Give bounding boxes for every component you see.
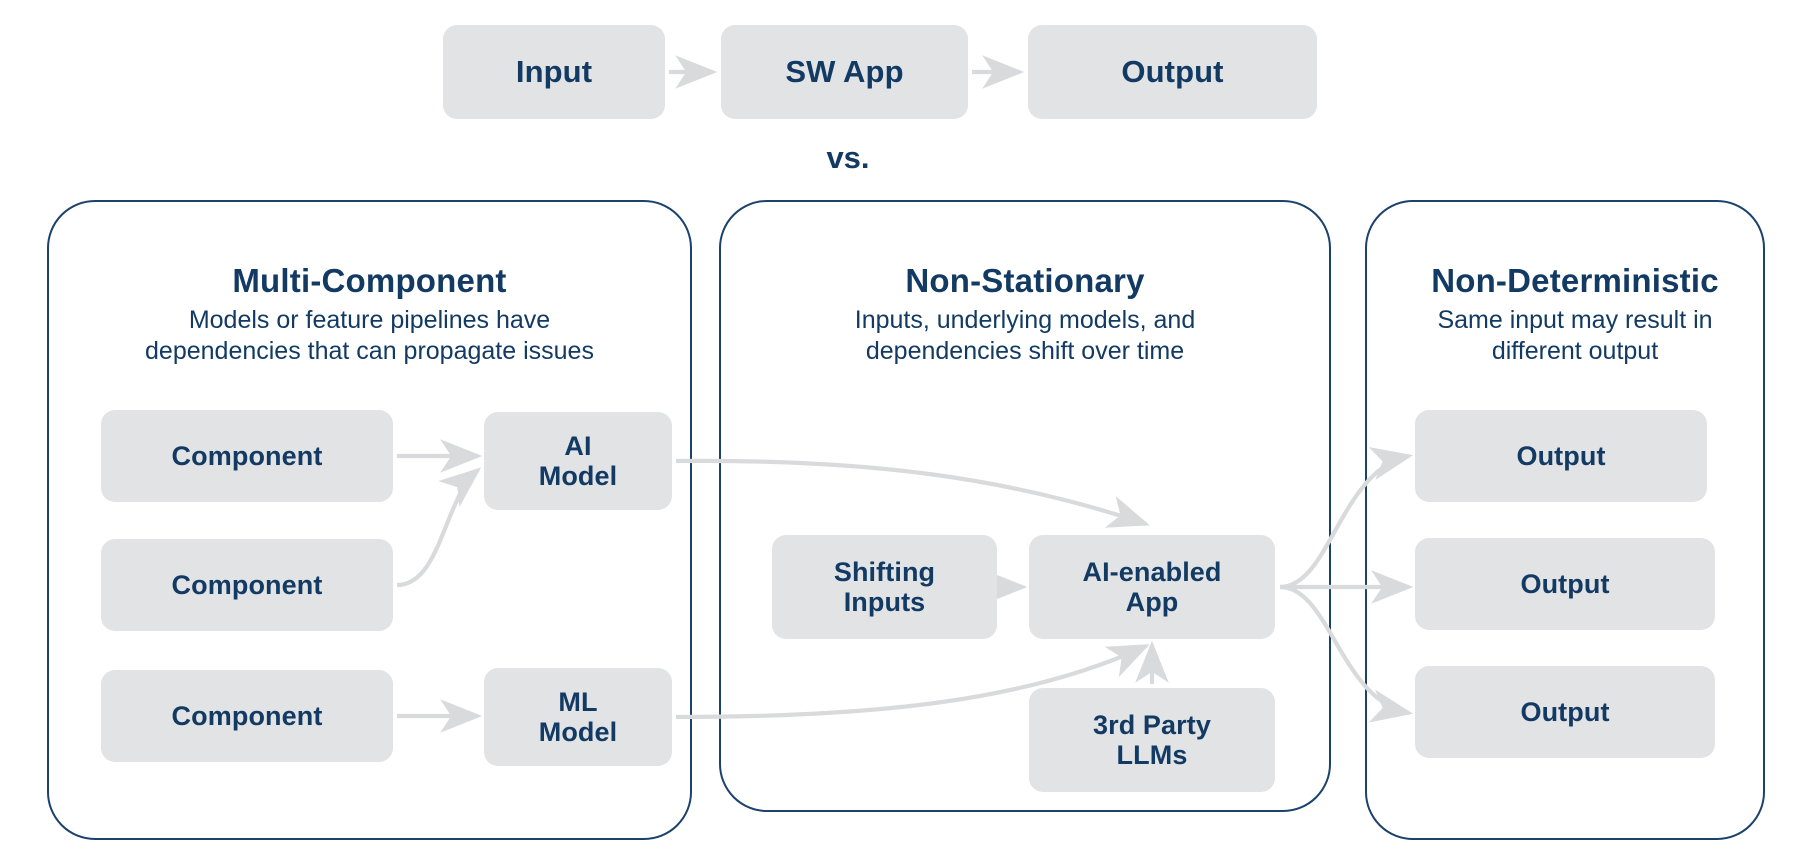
node-shifting-inputs-label: Shifting Inputs [834, 557, 935, 617]
node-sw-app-label: SW App [785, 53, 904, 89]
node-ai-model: AI Model [484, 412, 672, 510]
node-output-2: Output [1415, 538, 1715, 630]
label-line: ML [558, 686, 598, 717]
node-third-party-llms: 3rd Party LLMs [1029, 688, 1275, 792]
label-line: AI [564, 430, 592, 461]
node-component-2-label: Component [171, 569, 323, 600]
node-component-3: Component [101, 670, 393, 762]
node-output-3-label: Output [1520, 696, 1610, 727]
node-output-2-label: Output [1520, 568, 1610, 599]
subtitle-line: Same input may result in [1437, 306, 1713, 334]
subtitle-line: dependencies shift over time [865, 336, 1185, 365]
node-sw-app: SW App [721, 25, 968, 119]
node-ai-model-label: AI Model [539, 431, 618, 491]
node-component-2: Component [101, 539, 393, 631]
label-line: AI-enabled [1082, 556, 1222, 587]
node-output-top: Output [1028, 25, 1317, 119]
node-output-top-label: Output [1121, 53, 1224, 89]
node-shifting-inputs: Shifting Inputs [772, 535, 997, 639]
node-component-1-label: Component [171, 440, 323, 471]
label-line: Shifting [833, 556, 936, 587]
node-ml-model: ML Model [484, 668, 672, 766]
label-line: Model [538, 461, 618, 491]
panel-non-deterministic-subtitle: Same input may result in different outpu… [1355, 305, 1795, 366]
node-input: Input [443, 25, 665, 119]
label-line: App [1125, 587, 1179, 617]
node-third-party-llms-label: 3rd Party LLMs [1093, 710, 1211, 770]
panel-non-stationary-subtitle: Inputs, underlying models, and dependenc… [699, 305, 1351, 366]
subtitle-line: Models or feature pipelines have [188, 306, 551, 334]
node-input-label: Input [515, 53, 593, 89]
node-component-1: Component [101, 410, 393, 502]
vs-separator: vs. [826, 140, 870, 175]
panel-multi-component-subtitle: Models or feature pipelines have depende… [27, 305, 712, 366]
panel-non-deterministic-title: Non-Deterministic [1431, 262, 1719, 299]
label-line: Model [538, 717, 618, 747]
panel-non-stationary-title: Non-Stationary [905, 262, 1145, 299]
node-ai-enabled-app-label: AI-enabled App [1082, 557, 1221, 617]
label-line: LLMs [1116, 740, 1188, 770]
node-output-3: Output [1415, 666, 1715, 758]
node-ai-enabled-app: AI-enabled App [1029, 535, 1275, 639]
node-output-1: Output [1415, 410, 1707, 502]
label-line: Inputs [843, 587, 926, 617]
node-output-1-label: Output [1516, 440, 1606, 471]
panel-multi-component-title: Multi-Component [232, 262, 507, 299]
subtitle-line: different output [1491, 336, 1659, 365]
node-component-3-label: Component [171, 700, 323, 731]
node-ml-model-label: ML Model [539, 687, 618, 747]
subtitle-line: Inputs, underlying models, and [854, 306, 1196, 334]
subtitle-line: dependencies that can propagate issues [145, 336, 594, 365]
label-line: 3rd Party [1093, 709, 1211, 740]
